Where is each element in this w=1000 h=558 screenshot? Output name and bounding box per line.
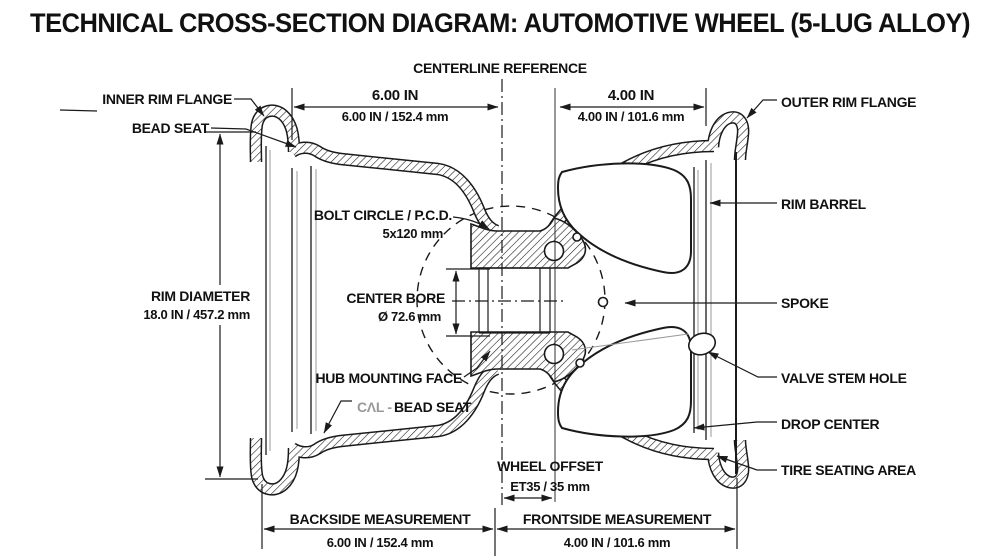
frontside-measurement-value: 4.00 IN / 101.6 mm: [564, 535, 671, 550]
center-bore-label: CENTER BORE: [346, 290, 445, 306]
dim-6in-label: 6.00 IN: [372, 87, 418, 104]
backside-rim-edges: [265, 146, 317, 455]
dim-4in-value: 4.00 IN / 101.6 mm: [578, 109, 685, 124]
hub-mounting-face-label: HUB MOUNTING FACE: [315, 370, 462, 386]
spoke-window-lower: [556, 326, 692, 438]
spoke-label: SPOKE: [781, 295, 829, 311]
lug-bolt-hole-upper: [543, 240, 565, 262]
spoke-window-upper: [556, 162, 692, 274]
dim-6in-value: 6.00 IN / 152.4 mm: [342, 109, 449, 124]
inner-rim-flange-label: INNER RIM FLANGE: [102, 91, 232, 107]
leader-lines: [210, 98, 777, 471]
backside-measurement-label: BACKSIDE MEASUREMENT: [290, 511, 471, 527]
bolt-circle-value: 5x120 mm: [383, 226, 443, 241]
dim-4in-label: 4.00 IN: [608, 87, 654, 104]
outer-rim-flange-label: OUTER RIM FLANGE: [781, 94, 916, 110]
frontside-rim-edges: [693, 152, 737, 474]
center-bore-value: Ø 72.6 mm: [378, 309, 441, 324]
rim-barrel-label: RIM BARREL: [781, 196, 867, 212]
valve-stem-hole-label: VALVE STEM HOLE: [781, 370, 907, 386]
wheel-offset-value: ET35 / 35 mm: [510, 479, 590, 494]
tangent-line: [571, 333, 689, 351]
frontside-measurement-label: FRONTSIDE MEASUREMENT: [523, 511, 712, 527]
rim-diameter-value: 18.0 IN / 457.2 mm: [143, 307, 250, 322]
pcd-marker-upper: [572, 232, 582, 242]
wheel-offset-label: WHEEL OFFSET: [497, 458, 604, 474]
wheel-geometry: [256, 111, 743, 490]
bead-seat-bottom-label: BEAD SEAT: [394, 399, 472, 415]
valve-stem-hole-shape: [687, 332, 717, 356]
backside-measurement-value: 6.00 IN / 152.4 mm: [327, 535, 434, 550]
rim-diameter-label: RIM DIAMETER: [151, 288, 250, 304]
tire-seating-area-label: TIRE SEATING AREA: [781, 462, 916, 478]
pcd-marker-middle: [597, 296, 609, 308]
bolt-circle-label: BOLT CIRCLE / P.C.D.: [314, 207, 452, 223]
bead-seat-top-label: BEAD SEAT: [132, 120, 210, 136]
dimension-lines: [59, 88, 738, 556]
bead-seat-bottom-prefix: CΛL -: [357, 399, 392, 415]
lug-bolt-hole-lower: [543, 343, 565, 365]
drop-center-label: DROP CENTER: [781, 416, 880, 432]
centerline-reference-label: CENTERLINE REFERENCE: [413, 60, 587, 76]
page-title: TECHNICAL CROSS-SECTION DIAGRAM: AUTOMOT…: [30, 8, 970, 38]
pcd-marker-lower: [575, 358, 585, 368]
